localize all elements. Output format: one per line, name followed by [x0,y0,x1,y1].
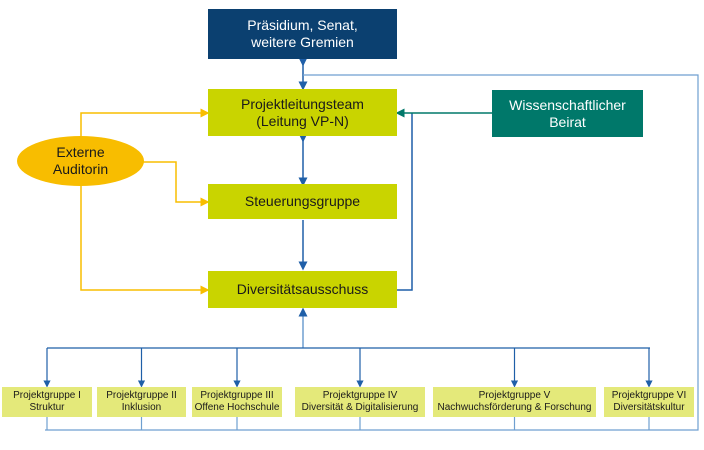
node-diversitaetsausschuss: Diversitätsausschuss [208,271,397,308]
projektgruppe-title: Projektgruppe I [13,389,81,401]
node-projektleitungsteam-line1: Projektleitungsteam [241,95,364,112]
node-praesidium-line1: Präsidium, Senat, [247,17,358,34]
connector-auditor-leadership [80,108,210,136]
node-beirat-line1: Wissenschaftlicher [509,96,626,113]
node-projektleitungsteam-line2: (Leitung VP-N) [256,112,349,129]
node-projektleitungsteam: Projektleitungsteam (Leitung VP-N) [208,89,397,136]
node-praesidium-line2: weitere Gremien [251,34,354,50]
projektgruppe-topic: Nachwuchsförderung & Forschung [437,402,592,413]
node-steuerungsgruppe-label: Steuerungsgruppe [244,193,361,210]
node-praesidium: Präsidium, Senat, weitere Gremien [208,9,397,59]
connector-outer-loop [45,74,699,431]
projektgruppe-title: Projektgruppe III [200,389,274,401]
projektgruppe-topic: Diversität & Digitalisierung [301,402,419,413]
node-beirat-line2: Beirat [549,113,586,130]
connector-committee-leadership [397,113,413,291]
projektgruppe-title: Projektgruppe II [106,389,177,401]
node-auditorin-line1: Externe [56,144,105,161]
node-auditorin-line2: Auditorin [52,161,109,177]
projektgruppe-topic: Inklusion [121,402,162,413]
projektgruppe-title: Projektgruppe VI [611,389,687,401]
node-externe-auditorin: Externe Auditorin [17,136,144,186]
projektgruppe-topic: Offene Hochschule [194,402,280,413]
projektgruppe-topic: Struktur [29,402,65,413]
connector-auditor-committee [80,186,210,295]
node-diversitaetsausschuss-label: Diversitätsausschuss [236,281,369,298]
connector-auditor-steering [143,161,210,207]
node-wissenschaftlicher-beirat: Wissenschaftlicher Beirat [492,90,643,137]
projektgruppe-title: Projektgruppe IV [322,389,398,401]
projektgruppe-title: Projektgruppe V [478,389,551,401]
node-steuerungsgruppe: Steuerungsgruppe [208,184,397,219]
projektgruppe-topic: Diversitätskultur [613,402,685,413]
